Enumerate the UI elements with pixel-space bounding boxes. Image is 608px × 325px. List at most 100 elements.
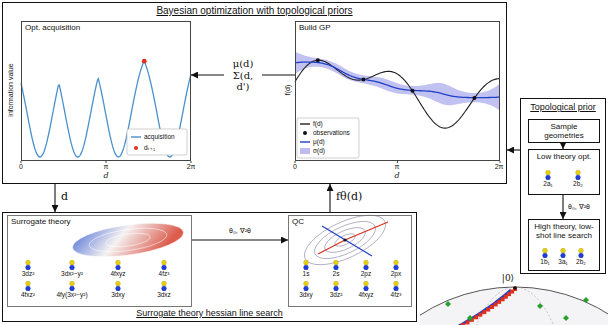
box-label: Surrogate theory (10, 217, 72, 226)
axis-label: f(d) (284, 85, 291, 96)
orbital-icon (304, 260, 309, 270)
legend-text: observations (313, 129, 350, 136)
orbital-icon (394, 260, 399, 270)
axis-label: π (104, 163, 109, 170)
orbital-label: 2a₁ (543, 181, 552, 188)
legend-swatch (300, 123, 310, 124)
surface-contour (88, 224, 169, 256)
orbital-icon (116, 281, 121, 291)
trajectory-marker (494, 302, 498, 306)
legend-swatch (300, 148, 310, 154)
orbital-label: 1s (303, 271, 310, 278)
orbital-label: 3dz² (330, 292, 343, 299)
arrow-connector (562, 195, 563, 219)
axis-tick (295, 161, 296, 163)
orbital-label: 4fy(3x²−y²) (56, 292, 87, 299)
trajectory-marker (501, 297, 505, 301)
axis-label: information value (7, 63, 14, 116)
orbital-icon (364, 260, 369, 270)
legend-text: dₜ₊₁ (144, 144, 155, 151)
legend-text: σ(d) (313, 147, 325, 154)
orbital-icon (26, 260, 31, 270)
sample-diamond (537, 303, 543, 309)
orbital-label: 4fxyz (358, 292, 373, 299)
qc-contour (321, 223, 368, 258)
legend-box (127, 129, 187, 155)
orbital-icon (334, 260, 339, 270)
edge-label: μ(d) Σ(d, d') (224, 58, 262, 93)
trajectory-marker (478, 313, 482, 317)
axis-tick (500, 161, 501, 163)
legend-box (297, 118, 359, 158)
state-label: |0⟩ (502, 274, 514, 283)
energy-surface (70, 217, 185, 262)
orbital-label: 3dxy (111, 292, 125, 299)
orbital-icon (576, 170, 581, 180)
bloch-sphere (420, 286, 608, 325)
observation-dot (362, 78, 366, 82)
legend-swatch (134, 146, 138, 150)
axis-tick (397, 161, 398, 163)
orbital-label: 2pz (361, 271, 371, 278)
edge-label: d (60, 191, 69, 204)
axis-label: d (394, 172, 399, 180)
legend-text: acquisition (144, 133, 175, 140)
observation-dot (472, 96, 476, 100)
edge-label: fθ(d) (335, 191, 363, 204)
orbital-label: 2b₂ (573, 181, 583, 188)
axis-label: π (395, 163, 400, 170)
axis-label: 2π (495, 163, 504, 170)
surface-contour (70, 217, 185, 262)
axis-label: 0 (19, 163, 23, 170)
axis-tick (21, 161, 22, 163)
orbital-label: 3dz² (22, 271, 35, 278)
orbital-icon (579, 248, 584, 258)
trajectory-marker (474, 315, 478, 319)
axis-tick (106, 161, 107, 163)
orbital-icon (364, 281, 369, 291)
sample-diamond (467, 315, 473, 321)
qc-contour (309, 214, 380, 266)
mean-curve (295, 62, 500, 98)
trajectory-marker (461, 323, 465, 325)
edge-label: θ₀, ∇²θ (567, 203, 591, 211)
trajectory-blue (459, 290, 511, 325)
observation-dot (316, 58, 320, 62)
orbital-icon (304, 281, 309, 291)
orbital-icon (70, 260, 75, 270)
panel-title: Surrogate theory hessian line search (135, 308, 284, 318)
pole-dot (513, 286, 517, 290)
legend-swatch (300, 141, 310, 142)
bo-panel: Bayesian optimization with topological p… (2, 2, 507, 184)
orbital-label: 3dx²−y² (61, 271, 83, 278)
surrogate-panel: Surrogate theory hessian line search Surr… (2, 212, 417, 322)
box-label: QC (291, 217, 305, 226)
orbital-label: 1b₁ (540, 259, 549, 266)
orbital-label: 2px (391, 271, 401, 278)
orbital-label: 4fxyz (110, 271, 125, 278)
arrow-connector (329, 184, 330, 212)
orbital-label: 3dxy (299, 292, 313, 299)
trajectory-marker (490, 305, 494, 309)
sample-diamond (563, 315, 569, 321)
box-label: Build GP (298, 23, 332, 32)
trajectory-marker (482, 310, 486, 314)
legend-text: μ(d) (313, 138, 325, 145)
arrow-connector (54, 184, 55, 212)
orbital-label: 3a₁ (558, 259, 567, 266)
axis-label: 2π (187, 163, 196, 170)
legend-swatch (303, 131, 307, 135)
orbital-label: 2b₂ (576, 259, 586, 266)
gp-plot: Build GP (295, 21, 500, 161)
legend-swatch (131, 136, 141, 137)
orbital-icon (546, 170, 551, 180)
uncertainty-band (295, 51, 500, 110)
trajectory-marker (486, 308, 490, 312)
axis-tick (191, 161, 192, 163)
sample-diamond (583, 297, 589, 303)
orbital-icon (394, 281, 399, 291)
orbital-icon (70, 281, 75, 291)
surface-contour (105, 231, 151, 249)
panel-title: Topological prior (529, 102, 597, 112)
box-label: Opt. acquisition (24, 23, 81, 32)
